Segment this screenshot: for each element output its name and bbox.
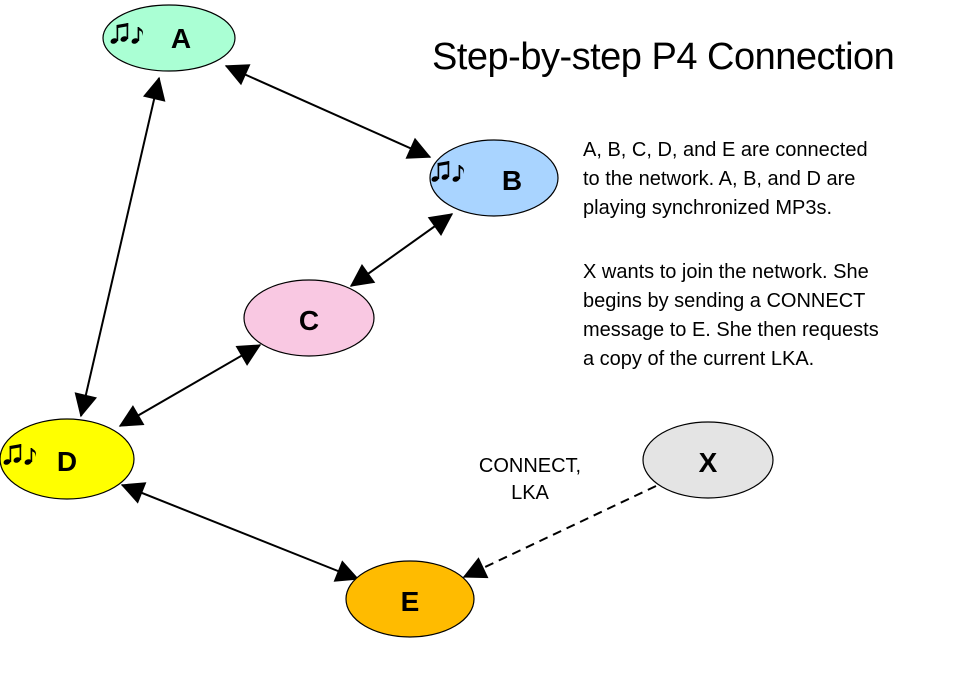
page-title: Step-by-step P4 Connection: [432, 36, 895, 78]
node-b: B: [429, 139, 559, 217]
node-c-ellipse: [243, 279, 375, 357]
node-d: D: [0, 418, 135, 500]
node-d-ellipse: [0, 418, 135, 500]
node-e: E: [345, 560, 475, 638]
node-x-ellipse: [642, 421, 774, 499]
edge-b-c: [349, 213, 454, 287]
description-line: message to E. She then requests: [583, 319, 879, 341]
node-x: X: [642, 421, 774, 499]
node-c: C: [243, 279, 375, 357]
description-line: A, B, C, D, and E are connected: [583, 139, 868, 161]
node-x-label: X: [699, 447, 718, 478]
node-c-label: C: [299, 305, 319, 336]
node-d-label: D: [57, 446, 77, 477]
description-paragraph-1: A, B, C, D, and E are connected to the n…: [583, 136, 953, 223]
edge-label-line: CONNECT,: [478, 455, 582, 477]
edge-label-line: LKA: [511, 482, 549, 504]
edges: [74, 64, 657, 582]
description-line: playing synchronized MP3s.: [583, 197, 833, 219]
connect-edge-label: CONNECT, LKA: [455, 453, 605, 507]
node-a-label: A: [171, 23, 191, 54]
description-line: a copy of the current LKA.: [583, 348, 815, 370]
edge-a-d: [74, 76, 166, 418]
node-e-label: E: [401, 586, 420, 617]
node-a: A: [102, 4, 236, 72]
node-b-label: B: [502, 165, 522, 196]
description-line: to the network. A, B, and D are: [583, 168, 856, 190]
node-a-ellipse: [102, 4, 236, 72]
node-e-ellipse: [345, 560, 475, 638]
description-paragraph-2: X wants to join the network. She begins …: [583, 258, 953, 374]
edge-c-d: [118, 344, 262, 427]
nodes: A B C D E X: [0, 4, 774, 638]
edge-d-e: [120, 482, 360, 582]
description-line: X wants to join the network. She: [583, 261, 869, 283]
node-b-ellipse: [429, 139, 559, 217]
description-line: begins by sending a CONNECT: [583, 290, 866, 312]
edge-a-b: [224, 64, 432, 159]
edge-x-e: [462, 485, 657, 579]
